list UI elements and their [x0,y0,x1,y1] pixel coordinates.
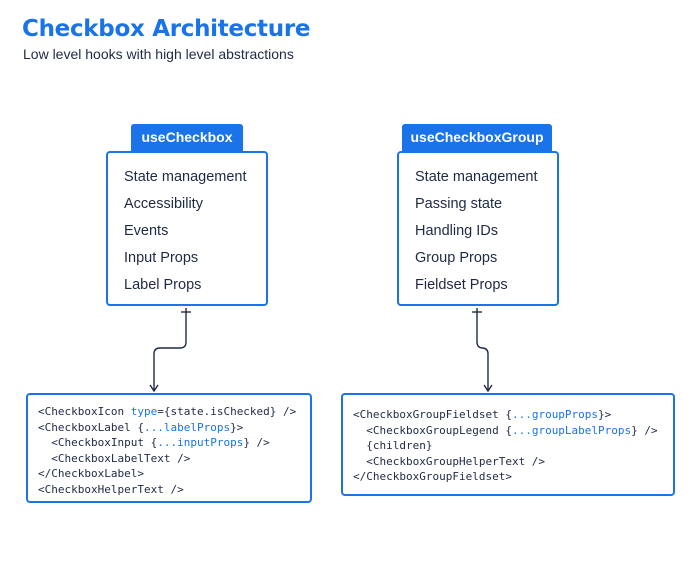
checkbox-group-code-box: <CheckboxGroupFieldset {...groupProps}> … [341,393,675,496]
use-checkbox-item: State management [124,169,247,185]
right-connector-line [476,308,489,390]
use-checkbox-group-item: Fieldset Props [415,277,508,293]
code-highlight: ...labelProps [143,420,231,434]
code-line: <CheckboxIcon type={state.isChecked} /> [38,405,296,418]
code-highlight: type [130,405,158,418]
code-text: <CheckboxHelperText /> [38,482,184,496]
use-checkbox-group-item: State management [415,169,538,185]
use-checkbox-box: State management Accessibility Events In… [106,151,268,306]
code-highlight: ...inputProps [157,436,244,449]
code-line: <CheckboxGroupHelperText /> [353,455,545,468]
code-line: <CheckboxLabelText /> [38,452,190,465]
right-arrow-head [483,384,493,393]
code-text: <CheckboxInput { [38,436,158,449]
code-highlight: ...groupProps [511,408,599,421]
code-text: } /> [631,423,658,437]
use-checkbox-item: Events [124,223,169,239]
use-checkbox-item: Input Props [124,250,199,266]
use-checkbox-group-item: Group Props [415,250,498,266]
code-text: </CheckboxGroupFieldset> [353,470,512,483]
code-line: {children} [353,439,432,452]
use-checkbox-item: Label Props [124,277,202,293]
code-text: <CheckboxLabelText /> [38,451,191,465]
code-text: <CheckboxIcon [38,405,131,418]
use-checkbox-item: Accessibility [124,196,203,212]
code-text: <CheckboxGroupLegend { [353,423,512,437]
code-line: <CheckboxHelperText /> [38,483,184,496]
code-line: <CheckboxInput {...inputProps} /> [38,436,270,449]
code-text: <CheckboxLabel { [38,420,144,434]
code-highlight: ...groupLabelProps [511,423,632,437]
checkbox-code-box: <CheckboxIcon type={state.isChecked} /><… [26,393,312,503]
code-text: <CheckboxGroupHelperText /> [353,454,546,468]
use-checkbox-group-box: State management Passing state Handling … [397,151,559,306]
use-checkbox-group-tag: useCheckboxGroup [402,124,552,151]
code-text: }> [598,408,612,421]
diagram-title: Checkbox Architecture [22,16,311,42]
code-text: }> [230,420,244,434]
left-connector-line [153,308,187,390]
code-line: </CheckboxGroupFieldset> [353,470,512,483]
code-line: <CheckboxGroupFieldset {...groupProps}> [353,408,611,421]
code-line: <CheckboxLabel {...labelProps}> [38,421,243,434]
left-arrow-head [149,384,159,393]
use-checkbox-group-item: Passing state [415,196,503,212]
use-checkbox-group-item: Handling IDs [415,223,499,239]
code-text: </CheckboxLabel> [38,467,144,480]
code-text: <CheckboxGroupFieldset { [353,408,512,421]
code-line: <CheckboxGroupLegend {...groupLabelProps… [353,423,658,437]
code-line: </CheckboxLabel> [38,467,144,480]
code-text: ={state.isChecked} /> [157,405,297,418]
use-checkbox-tag: useCheckbox [131,124,243,151]
code-text: {children} [353,439,433,452]
code-text: } /> [243,436,270,449]
diagram-subtitle: Low level hooks with high level abstract… [23,46,294,62]
